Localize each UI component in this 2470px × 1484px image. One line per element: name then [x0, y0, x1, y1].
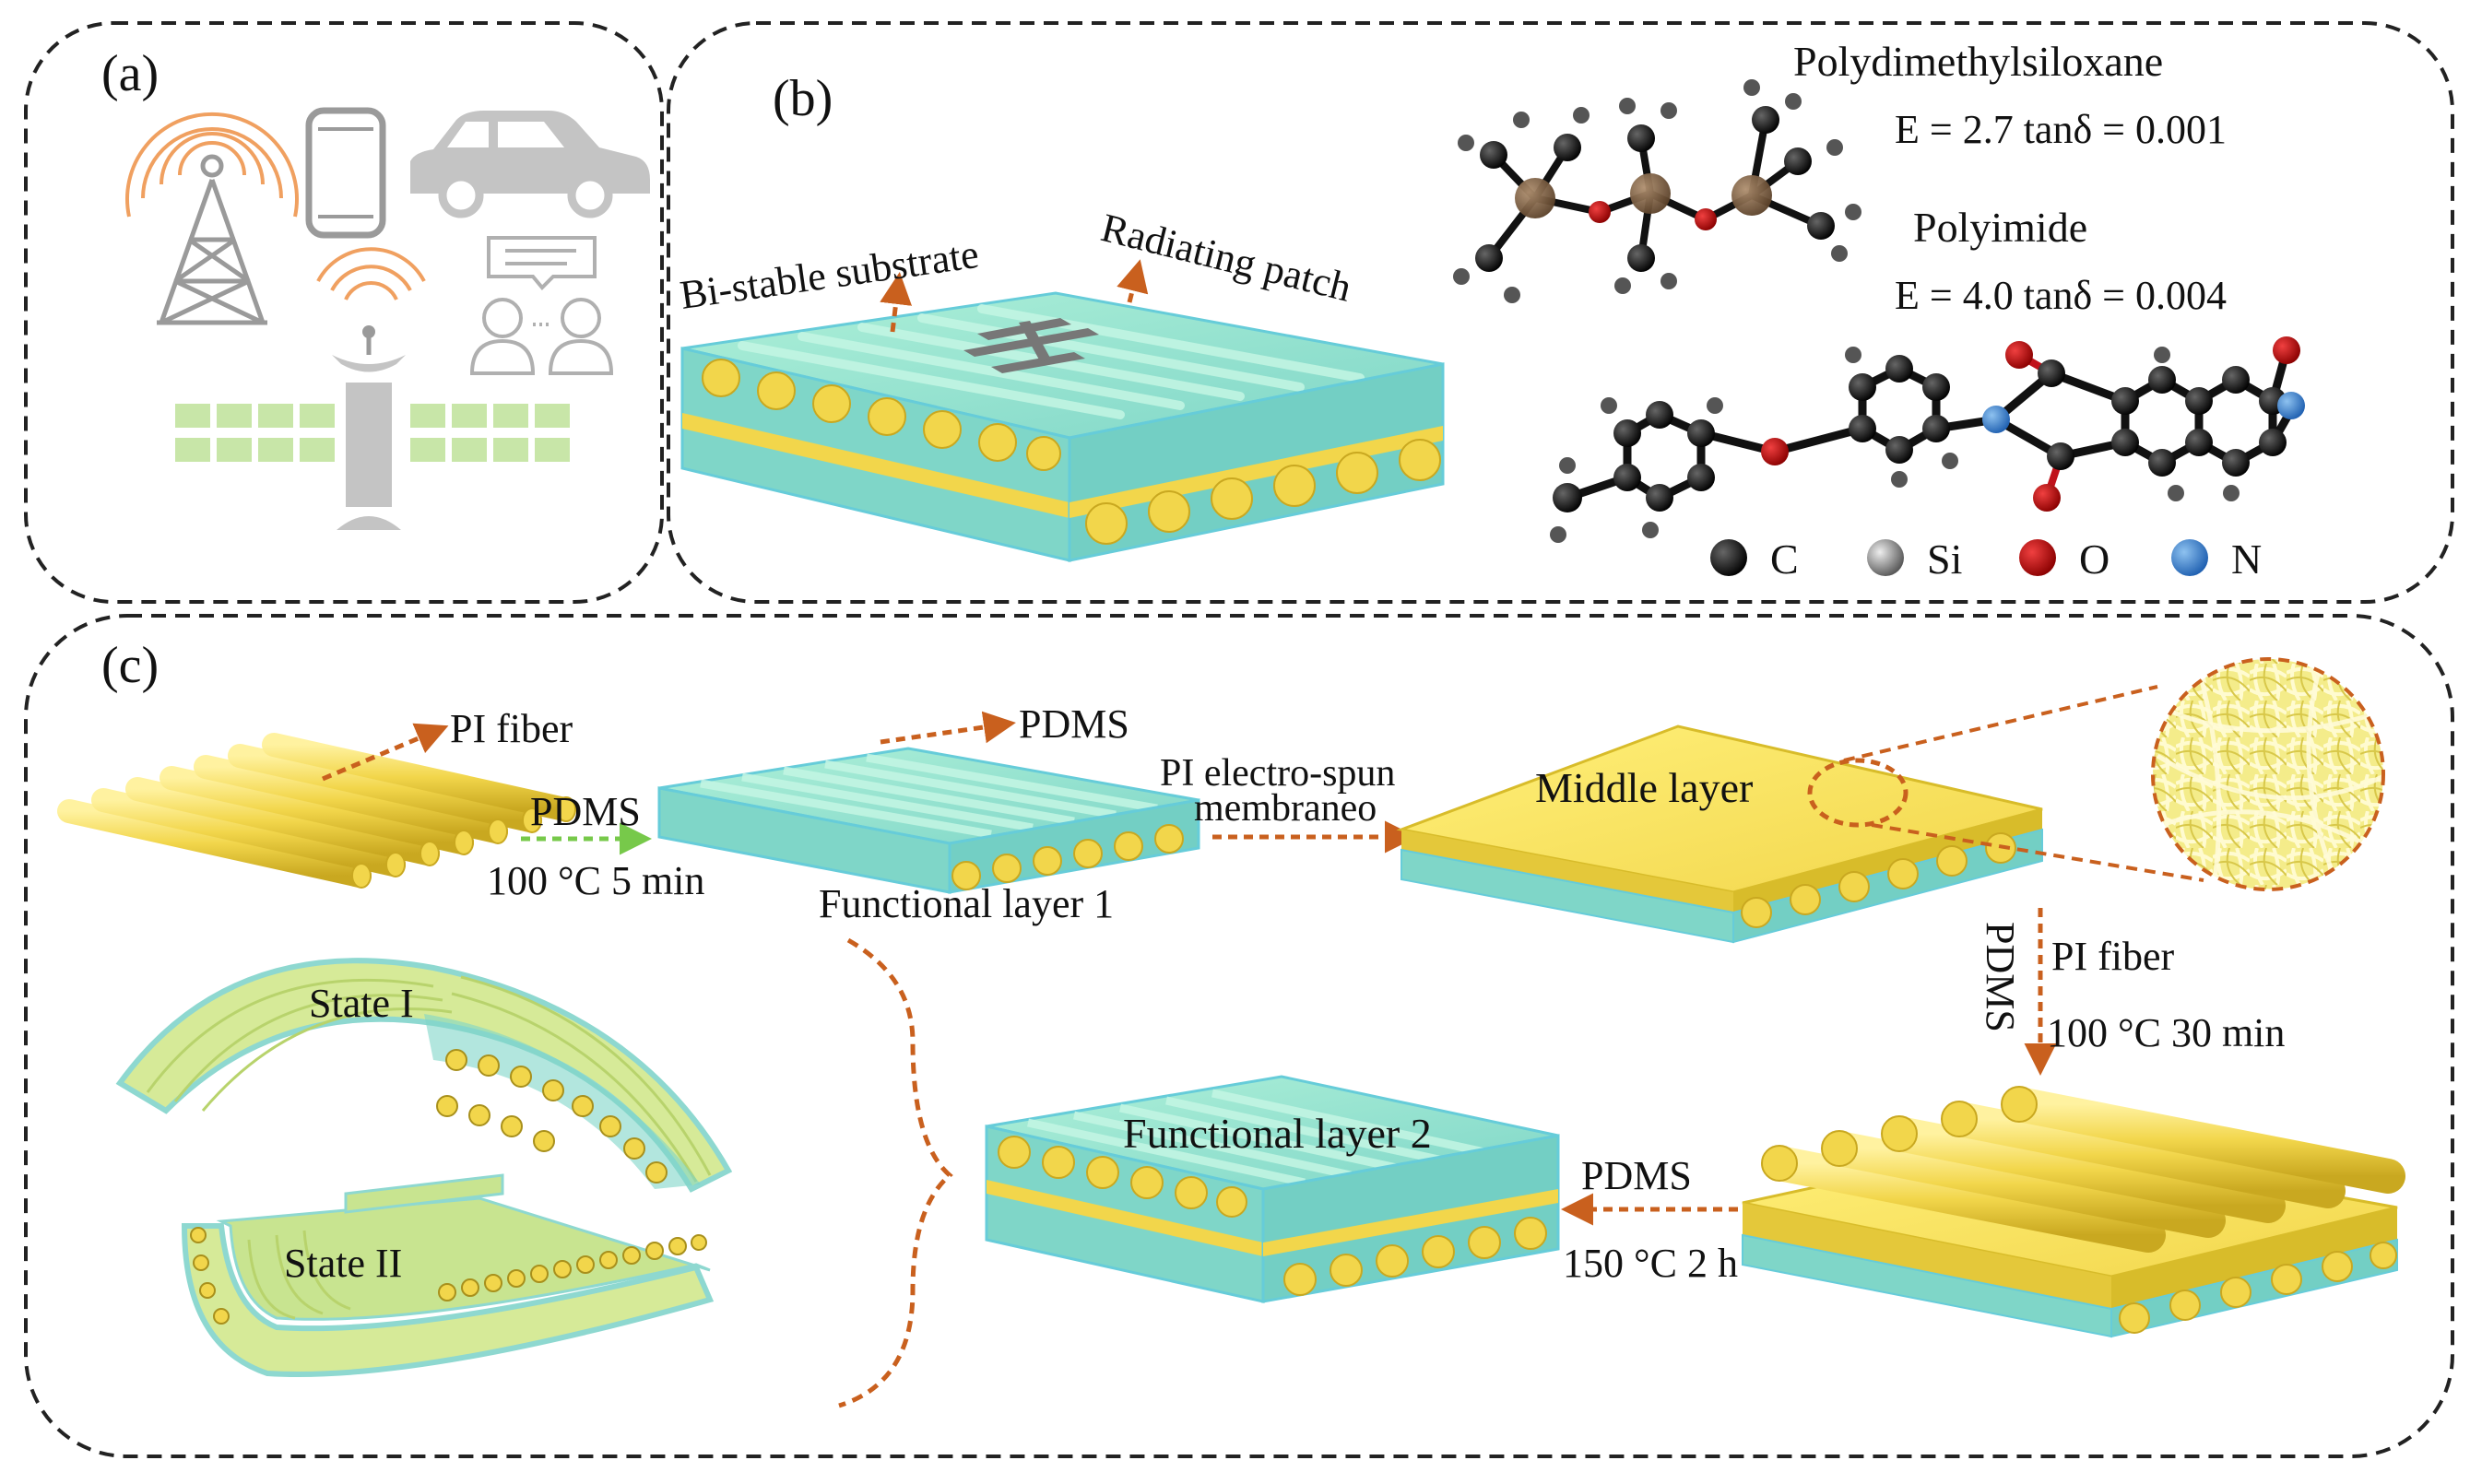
- functional-layer-1-label: Functional layer 1: [819, 881, 1114, 926]
- polyimide-molecule: [1550, 336, 2305, 543]
- step-1-condition: 100 °C 5 min: [487, 858, 704, 903]
- pi-fiber-label-1: PI fiber: [450, 706, 573, 751]
- electrospun-label-1: PI electro-spun: [1160, 752, 1395, 795]
- step-4-condition: 150 °C 2 h: [1563, 1241, 1738, 1286]
- satellite-icon: [175, 325, 570, 530]
- substrate-label: Bi-stable substrate: [678, 231, 982, 318]
- pdms-molecule: [1453, 79, 1861, 303]
- middle-layer-block: [1396, 724, 2043, 944]
- middle-layer-label: Middle layer: [1535, 764, 1753, 811]
- electrospun-membrane-zoom: [2151, 657, 2385, 891]
- legend-silicon-swatch: [1867, 539, 1904, 576]
- panel-a-label: (a): [101, 45, 159, 102]
- functional-layer-1-block: [657, 747, 1200, 894]
- cell-tower-icon: [125, 112, 299, 325]
- zoom-line-bottom: [1871, 823, 2204, 882]
- functional-layer-2-label: Functional layer 2: [1123, 1110, 1432, 1157]
- car-icon: [410, 111, 650, 218]
- panel-c-frame: [24, 614, 2454, 1458]
- smartphone-icon: [305, 107, 386, 239]
- chat-users-icon: [469, 236, 614, 375]
- legend-silicon-label: Si: [1927, 536, 1962, 583]
- zoom-region-marker: [1807, 758, 1909, 828]
- electrospun-label-2: membraneo: [1194, 787, 1377, 830]
- radiating-patch-shape: [963, 318, 1099, 373]
- state-2-curved-sheet: [181, 1173, 715, 1377]
- material-1-props: E = 2.7 tanδ = 0.001: [1895, 107, 2227, 152]
- bistable-substrate-block: [680, 259, 1445, 562]
- atom-legend: C Si O N: [1710, 536, 2262, 583]
- state-1-curved-sheet: [115, 958, 733, 1193]
- pdms-label-3: PDMS: [1581, 1153, 1692, 1198]
- arrow-to-pi-fiber-1: [322, 723, 449, 782]
- zoom-line-top: [1843, 685, 2158, 762]
- wifi-signal-icon: [316, 247, 426, 300]
- pi-fiber-label-2: PI fiber: [2051, 934, 2175, 979]
- legend-nitrogen-swatch: [2171, 539, 2208, 576]
- pdms-label-2: PDMS: [1019, 701, 1129, 747]
- fiber-on-middle-layer-block: [1742, 1086, 2405, 1338]
- state-1-label: State I: [309, 981, 414, 1026]
- pdms-label-1: PDMS: [530, 789, 641, 834]
- pi-fiber-array: [57, 733, 576, 889]
- legend-oxygen-label: O: [2079, 536, 2110, 583]
- panel-b-label: (b): [773, 70, 833, 127]
- state-2-label: State II: [284, 1241, 402, 1286]
- functional-layer-2-block: [985, 1075, 1560, 1303]
- patch-label: Radiating patch: [1097, 205, 1356, 311]
- arrow-to-pdms-2: [880, 711, 1016, 745]
- legend-carbon-label: C: [1770, 536, 1799, 583]
- legend-carbon-swatch: [1710, 539, 1747, 576]
- pdms-label-vertical: PDMS: [1978, 922, 2023, 1032]
- material-2-name: Polyimide: [1913, 204, 2087, 251]
- legend-nitrogen-label: N: [2231, 536, 2262, 583]
- material-1-name: Polydimethylsiloxane: [1793, 38, 2163, 85]
- panel-c-label: (c): [101, 637, 159, 694]
- material-2-props: E = 4.0 tanδ = 0.004: [1895, 273, 2227, 318]
- legend-oxygen-swatch: [2019, 539, 2056, 576]
- step-3-condition: 100 °C 30 min: [2047, 1010, 2285, 1055]
- grouping-brace: [838, 937, 953, 1408]
- panel-b-frame: [667, 21, 2454, 604]
- panel-a-frame: [24, 21, 664, 604]
